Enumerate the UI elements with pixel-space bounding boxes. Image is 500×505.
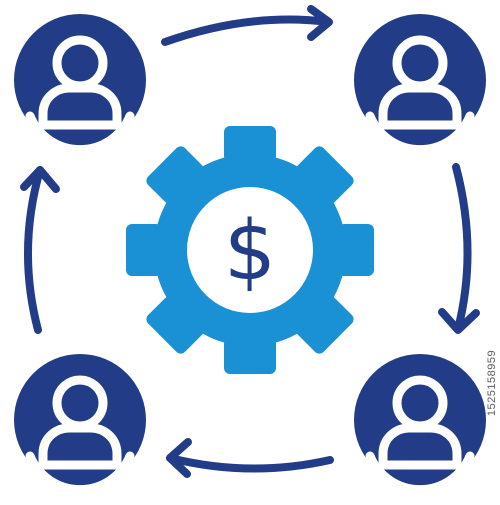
arrow-left-icon	[20, 166, 60, 334]
person-icon-top-right	[354, 14, 486, 150]
arrow-bottom-icon	[166, 438, 334, 478]
stock-id-text: 1525158959	[486, 349, 498, 417]
arrow-top-icon	[161, 5, 333, 46]
gear-icon: $	[126, 126, 374, 374]
dollar-sign-icon: $	[224, 204, 276, 299]
person-icon-bottom-left	[14, 354, 146, 490]
stock-id-watermark: 1525158959	[486, 298, 498, 468]
gear-center-circle	[187, 187, 313, 313]
arrow-right-icon	[438, 163, 480, 334]
person-icon-top-left	[14, 14, 146, 150]
person-icon-bottom-right	[354, 354, 486, 490]
